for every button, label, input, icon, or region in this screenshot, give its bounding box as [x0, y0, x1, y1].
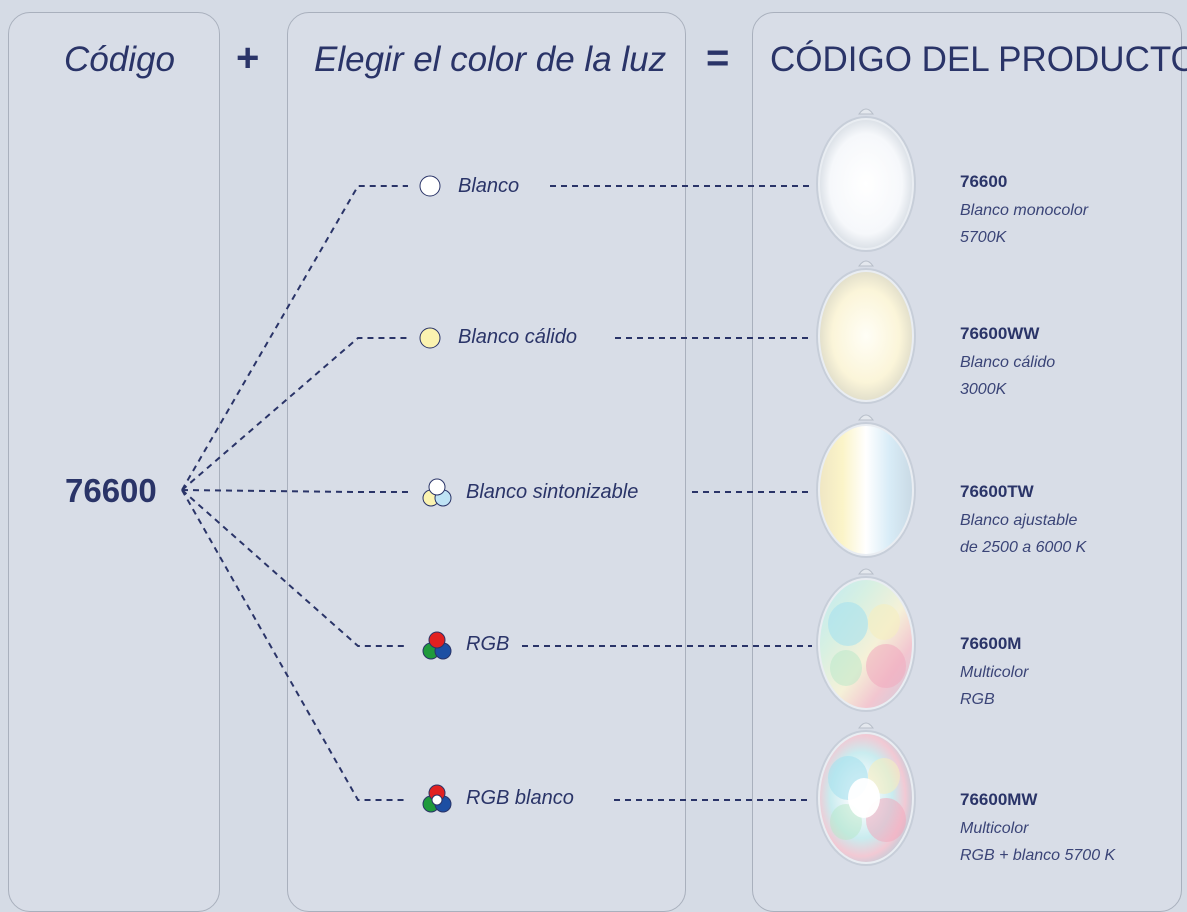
product-code-76600m: 76600M	[960, 634, 1022, 653]
product-code-header: CÓDIGO DEL PRODUCTO	[770, 40, 1187, 79]
equals-operator: =	[706, 36, 730, 80]
product-desc-line2: RGB + blanco 5700 K	[960, 847, 1116, 864]
connector-line	[181, 337, 408, 491]
rgb-circles-icon	[422, 631, 452, 660]
white-circle-icon	[419, 175, 441, 197]
product-desc-line1: Multicolor	[960, 820, 1029, 837]
icon-dot	[419, 175, 441, 197]
lamp-image	[816, 414, 916, 558]
option-label-blanco-calido: Blanco cálido	[458, 326, 577, 348]
lamp-image	[816, 260, 916, 404]
icon-dot	[431, 794, 443, 806]
connector-line	[181, 185, 408, 491]
product-desc-line1: Blanco cálido	[960, 354, 1056, 371]
product-desc-line1: Multicolor	[960, 664, 1029, 681]
product-code-76600ww: 76600WW	[960, 324, 1040, 343]
product-code-76600: 76600	[960, 172, 1008, 191]
code-column-panel	[8, 12, 220, 912]
color-column-panel	[287, 12, 686, 912]
lamp-image	[816, 722, 916, 866]
connector-line	[181, 489, 408, 801]
connector-line	[181, 489, 408, 647]
connector-line	[181, 489, 408, 493]
product-code-76600mw: 76600MW	[960, 790, 1038, 809]
lamp-image	[816, 108, 916, 252]
code-header: Código	[64, 40, 175, 79]
product-code-76600tw: 76600TW	[960, 482, 1034, 501]
rgb-white-circles-icon	[422, 784, 452, 813]
product-desc-line1: Blanco monocolor	[960, 202, 1089, 219]
option-label-blanco-sintonizable: Blanco sintonizable	[466, 481, 639, 503]
lamp-image	[816, 568, 916, 712]
option-label-rgb-blanco: RGB blanco	[466, 787, 574, 809]
choose-color-header: Elegir el color de la luz	[314, 40, 667, 79]
warm-white-circle-icon	[419, 327, 441, 349]
icon-dot	[419, 327, 441, 349]
plus-operator: +	[236, 36, 260, 80]
tunable-white-circles-icon	[422, 478, 452, 507]
base-code: 76600	[65, 472, 157, 509]
product-desc-line1: Blanco ajustable	[960, 512, 1078, 529]
product-desc-line2: de 2500 a 6000 K	[960, 539, 1087, 556]
product-desc-line2: 3000K	[960, 381, 1007, 398]
product-desc-line2: 5700K	[960, 229, 1007, 246]
icon-dot	[428, 631, 446, 649]
option-label-rgb: RGB	[466, 633, 510, 655]
icon-dot	[428, 478, 446, 496]
product-desc-line2: RGB	[960, 691, 995, 708]
option-label-blanco: Blanco	[458, 175, 520, 197]
